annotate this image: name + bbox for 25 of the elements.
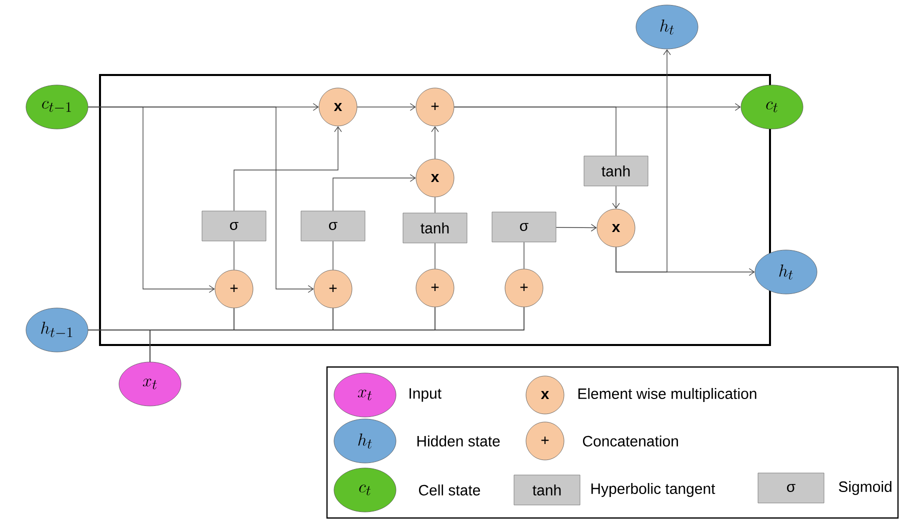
- activation-box: σ: [492, 212, 556, 242]
- arrow: [88, 106, 314, 293]
- arrow: [332, 174, 416, 212]
- arrow: [616, 49, 671, 272]
- legend-text: Hyperbolic tangent: [591, 483, 716, 497]
- activation-box: σ: [300, 210, 366, 242]
- arrow: [556, 224, 597, 232]
- activation-box: tanh: [402, 212, 468, 244]
- legend-text: Sigmoid: [838, 481, 892, 495]
- arrow: [431, 126, 439, 160]
- connector-line: [434, 196, 436, 214]
- legend-text: Cell state: [418, 484, 480, 496]
- connector-line: [434, 242, 436, 270]
- connector-line: [150, 306, 524, 362]
- activation-box: tanh: [584, 156, 648, 186]
- activation-box: σ: [202, 210, 266, 242]
- connector-line: [454, 106, 616, 156]
- connector-line: [332, 240, 334, 270]
- legend-text: Concatenation: [582, 435, 678, 446]
- arrow: [612, 186, 620, 209]
- arrow: [356, 103, 416, 111]
- legend-text: Input: [410, 388, 442, 402]
- legend-text: Hidden state: [417, 435, 500, 446]
- legend-text: Element wise multiplication: [578, 388, 756, 402]
- arrow: [234, 126, 342, 212]
